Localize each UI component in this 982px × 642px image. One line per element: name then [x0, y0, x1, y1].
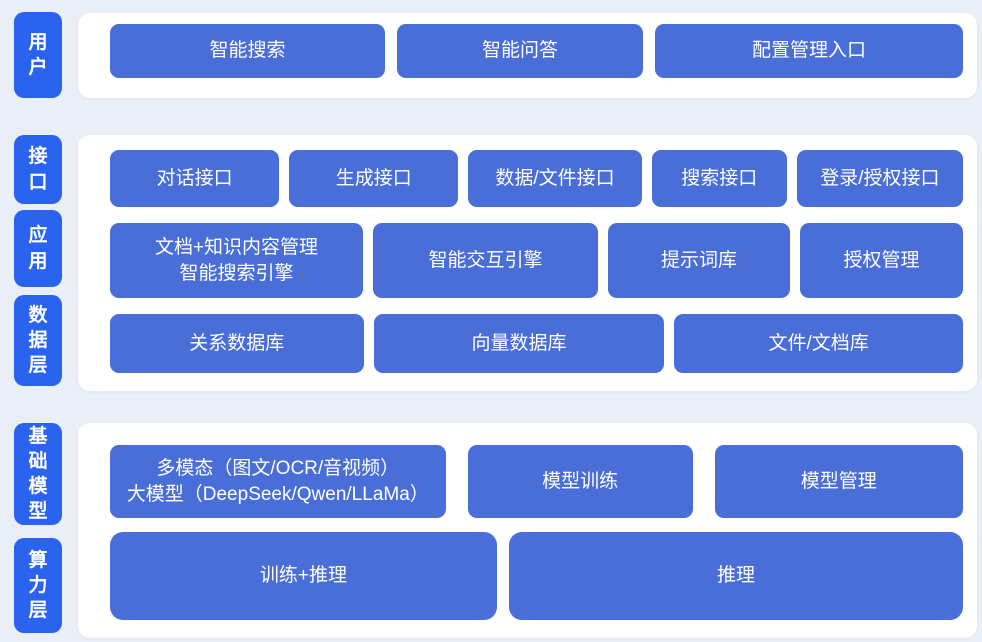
band-bottom: 基础模型 算力层 多模态（图文/OCR/音视频） 大模型（DeepSeek/Qw…	[14, 423, 977, 638]
card-middle-layers: 对话接口 生成接口 数据/文件接口 搜索接口 登录/授权接口 文档+知识内容管理…	[78, 135, 977, 391]
node-smart-qa: 智能问答	[397, 23, 643, 78]
user-labels-column: 用户	[14, 12, 62, 98]
layer-label-compute-layer: 算力层	[14, 538, 62, 633]
middle-labels-column: 接口 应用 数据层	[14, 135, 62, 391]
bottom-labels-column: 基础模型 算力层	[14, 423, 62, 638]
node-smart-interaction-engine: 智能交互引擎	[373, 223, 598, 298]
node-smart-search: 智能搜索	[110, 23, 385, 78]
layer-label-foundation-model: 基础模型	[14, 423, 62, 525]
node-training-plus-inference: 训练+推理	[110, 532, 497, 620]
layer-label-data-layer: 数据层	[14, 295, 62, 386]
foundation-model-nodes-row: 多模态（图文/OCR/音视频） 大模型（DeepSeek/Qwen/LLaMa）…	[110, 445, 963, 518]
card-user-layer: 智能搜索 智能问答 配置管理入口	[78, 12, 977, 98]
node-model-training: 模型训练	[467, 445, 693, 518]
node-multimodal-llm: 多模态（图文/OCR/音视频） 大模型（DeepSeek/Qwen/LLaMa）	[110, 445, 446, 518]
node-config-admin-entry: 配置管理入口	[655, 23, 963, 78]
interface-nodes-row: 对话接口 生成接口 数据/文件接口 搜索接口 登录/授权接口	[110, 150, 963, 207]
user-nodes-row: 智能搜索 智能问答 配置管理入口	[110, 23, 963, 78]
application-nodes-row: 文档+知识内容管理 智能搜索引擎 智能交互引擎 提示词库 授权管理	[110, 223, 963, 298]
node-inference: 推理	[508, 532, 963, 620]
node-line-1: 多模态（图文/OCR/音视频）	[156, 457, 400, 479]
node-search-api: 搜索接口	[651, 150, 787, 207]
node-generation-api: 生成接口	[289, 150, 459, 207]
node-data-file-api: 数据/文件接口	[468, 150, 642, 207]
layer-label-user: 用户	[14, 12, 62, 98]
layer-label-interface: 接口	[14, 135, 62, 204]
node-line-1: 文档+知识内容管理	[154, 236, 319, 258]
band-middle: 接口 应用 数据层 对话接口 生成接口 数据/文件接口 搜索接口 登录/授权接口…	[14, 135, 977, 391]
node-doc-knowledge-search-engine: 文档+知识内容管理 智能搜索引擎	[110, 223, 363, 298]
node-line-2: 智能搜索引擎	[179, 262, 294, 284]
node-dialog-api: 对话接口	[110, 150, 280, 207]
node-prompt-library: 提示词库	[608, 223, 790, 298]
node-auth-management: 授权管理	[800, 223, 963, 298]
card-bottom-layers: 多模态（图文/OCR/音视频） 大模型（DeepSeek/Qwen/LLaMa）…	[78, 423, 977, 638]
node-relational-db: 关系数据库	[110, 314, 364, 373]
layer-label-application: 应用	[14, 210, 62, 287]
data-layer-nodes-row: 关系数据库 向量数据库 文件/文档库	[110, 314, 963, 373]
band-user: 用户 智能搜索 智能问答 配置管理入口	[14, 12, 977, 98]
node-file-doc-store: 文件/文档库	[674, 314, 963, 373]
compute-layer-nodes-row: 训练+推理 推理	[110, 532, 963, 620]
node-model-management: 模型管理	[714, 445, 963, 518]
node-login-auth-api: 登录/授权接口	[796, 150, 963, 207]
node-line-2: 大模型（DeepSeek/Qwen/LLaMa）	[126, 483, 429, 505]
node-vector-db: 向量数据库	[373, 314, 665, 373]
